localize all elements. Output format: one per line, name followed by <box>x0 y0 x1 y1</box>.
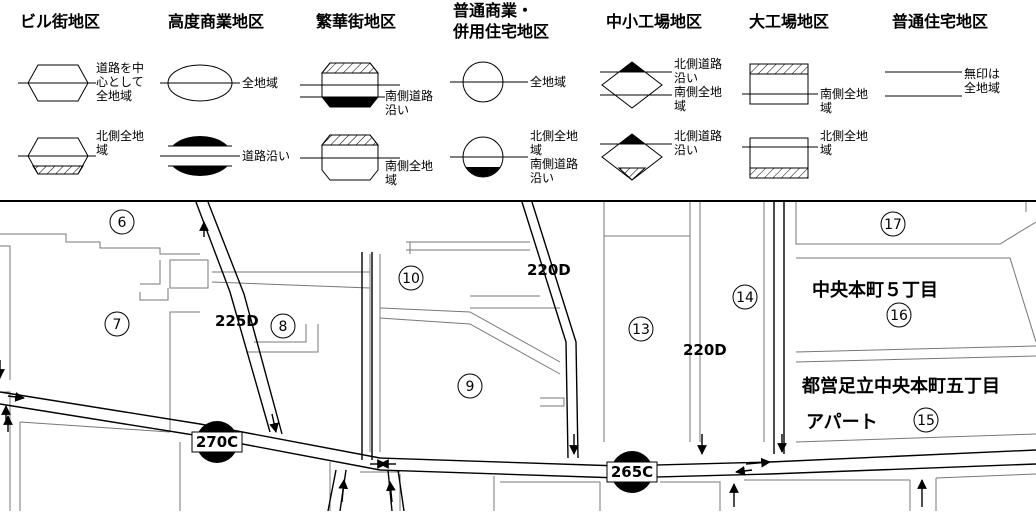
price-badge-265c: 265C <box>606 451 658 493</box>
legend-symbol-large-factory-south <box>742 63 818 105</box>
legend-header-building: ビル街地区 <box>20 12 100 31</box>
svg-text:13: 13 <box>632 322 650 338</box>
block-number-10: 10 <box>398 265 424 291</box>
svg-text:270C: 270C <box>196 433 238 451</box>
legend-note: 全地域 <box>530 74 566 89</box>
block-number-6: 6 <box>109 209 135 235</box>
legend-note: 域 <box>820 143 832 157</box>
legend-note: 北側全地 <box>530 128 578 143</box>
legend-note: 南側全地 <box>674 84 722 99</box>
svg-text:8: 8 <box>279 319 288 335</box>
block-number-9: 9 <box>457 373 483 399</box>
legend-note: 北側全地 <box>96 128 144 143</box>
legend-note: 北側道路 <box>674 128 722 143</box>
legend-note: 全地域 <box>96 88 132 103</box>
legend-header-large-factory: 大工場地区 <box>749 12 829 31</box>
legend-note: 道路沿い <box>242 148 290 163</box>
place-name-apartment-2: アパート <box>806 412 878 433</box>
legend-symbol-general-commercial-north-south <box>450 136 528 178</box>
legend-note: 南側全地 <box>820 86 868 101</box>
svg-text:7: 7 <box>113 317 122 333</box>
legend-symbol-building-north <box>18 137 96 175</box>
legend-note: 全地域 <box>242 75 278 90</box>
legend-symbol-high-commercial-road <box>160 136 240 176</box>
price-badge-270c: 270C <box>191 421 243 463</box>
legend-note: 域 <box>530 143 542 157</box>
legend-note: 沿い <box>674 71 698 85</box>
block-number-17: 17 <box>880 211 906 237</box>
svg-text:17: 17 <box>884 217 902 233</box>
svg-text:16: 16 <box>890 308 908 324</box>
legend-symbol-building-all <box>18 64 96 102</box>
main-streets <box>0 201 1036 512</box>
legend-symbol-busy-south-all <box>300 134 400 181</box>
legend-note: 域 <box>385 173 397 187</box>
legend-note: 南側全地 <box>385 158 433 173</box>
block-number-14: 14 <box>732 284 758 310</box>
block-number-8: 8 <box>270 313 296 339</box>
svg-text:9: 9 <box>466 379 475 395</box>
place-name-apartment: 都営足立中央本町五丁目 <box>801 375 1000 397</box>
legend-symbol-high-commercial-all <box>160 64 240 102</box>
legend-note: 沿い <box>530 171 554 185</box>
block-number-15: 15 <box>913 407 939 433</box>
legend-note: 南側道路 <box>385 88 433 103</box>
svg-text:10: 10 <box>402 271 420 287</box>
legend-symbol-general-commercial-all <box>450 61 528 103</box>
legend-symbol-busy-south-road <box>300 62 400 108</box>
legend-header-general-commercial: 普通商業・ <box>453 1 533 20</box>
legend-note: 南側道路 <box>530 156 578 171</box>
legend-symbol-large-factory-north <box>742 137 818 179</box>
svg-text:6: 6 <box>118 215 127 231</box>
block-number-7: 7 <box>104 311 130 337</box>
block-number-16: 16 <box>886 302 912 328</box>
legend-note: 沿い <box>385 103 409 117</box>
legend-note: 北側道路 <box>674 56 722 71</box>
svg-text:265C: 265C <box>611 463 653 481</box>
legend-header-high-commercial: 高度商業地区 <box>168 12 264 31</box>
legend-note: 無印は <box>964 66 1000 81</box>
legend-note: 道路を中 <box>96 60 144 75</box>
route-arrows <box>0 221 927 507</box>
legend-note: 沿い <box>674 143 698 157</box>
legend-note: 全地域 <box>964 80 1000 95</box>
place-name-chuo-honcho: 中央本町５丁目 <box>812 279 938 301</box>
block-outlines <box>0 202 1036 511</box>
legend-header-general-commercial-2: 併用住宅地区 <box>452 22 549 41</box>
legend-header-busy-street: 繁華街地区 <box>315 12 396 31</box>
route-price-label: 220D <box>683 341 727 359</box>
route-price-label: 225D <box>215 312 259 330</box>
svg-text:15: 15 <box>917 413 935 429</box>
legend-header-small-factory: 中小工場地区 <box>606 12 702 31</box>
block-number-13: 13 <box>628 316 654 342</box>
legend-note: 域 <box>96 143 108 157</box>
legend-symbol-small-factory-north-south <box>600 61 672 109</box>
legend-note: 北側全地 <box>820 128 868 143</box>
legend-symbol-small-factory-north <box>600 133 672 181</box>
route-price-map: 6 7 8 9 10 13 14 15 16 17 220D 225D 220D <box>0 201 1036 512</box>
legend-note: 心として <box>96 75 144 89</box>
legend-note: 域 <box>820 101 832 115</box>
legend-note: 域 <box>674 99 686 113</box>
legend-symbol-residential <box>885 71 962 97</box>
legend-header-residential: 普通住宅地区 <box>892 12 988 31</box>
svg-text:14: 14 <box>736 290 754 306</box>
route-price-label: 220D <box>527 261 571 279</box>
map-legend: ビル街地区 高度商業地区 繁華街地区 普通商業・ 併用住宅地区 中小工場地区 大… <box>0 0 1036 202</box>
